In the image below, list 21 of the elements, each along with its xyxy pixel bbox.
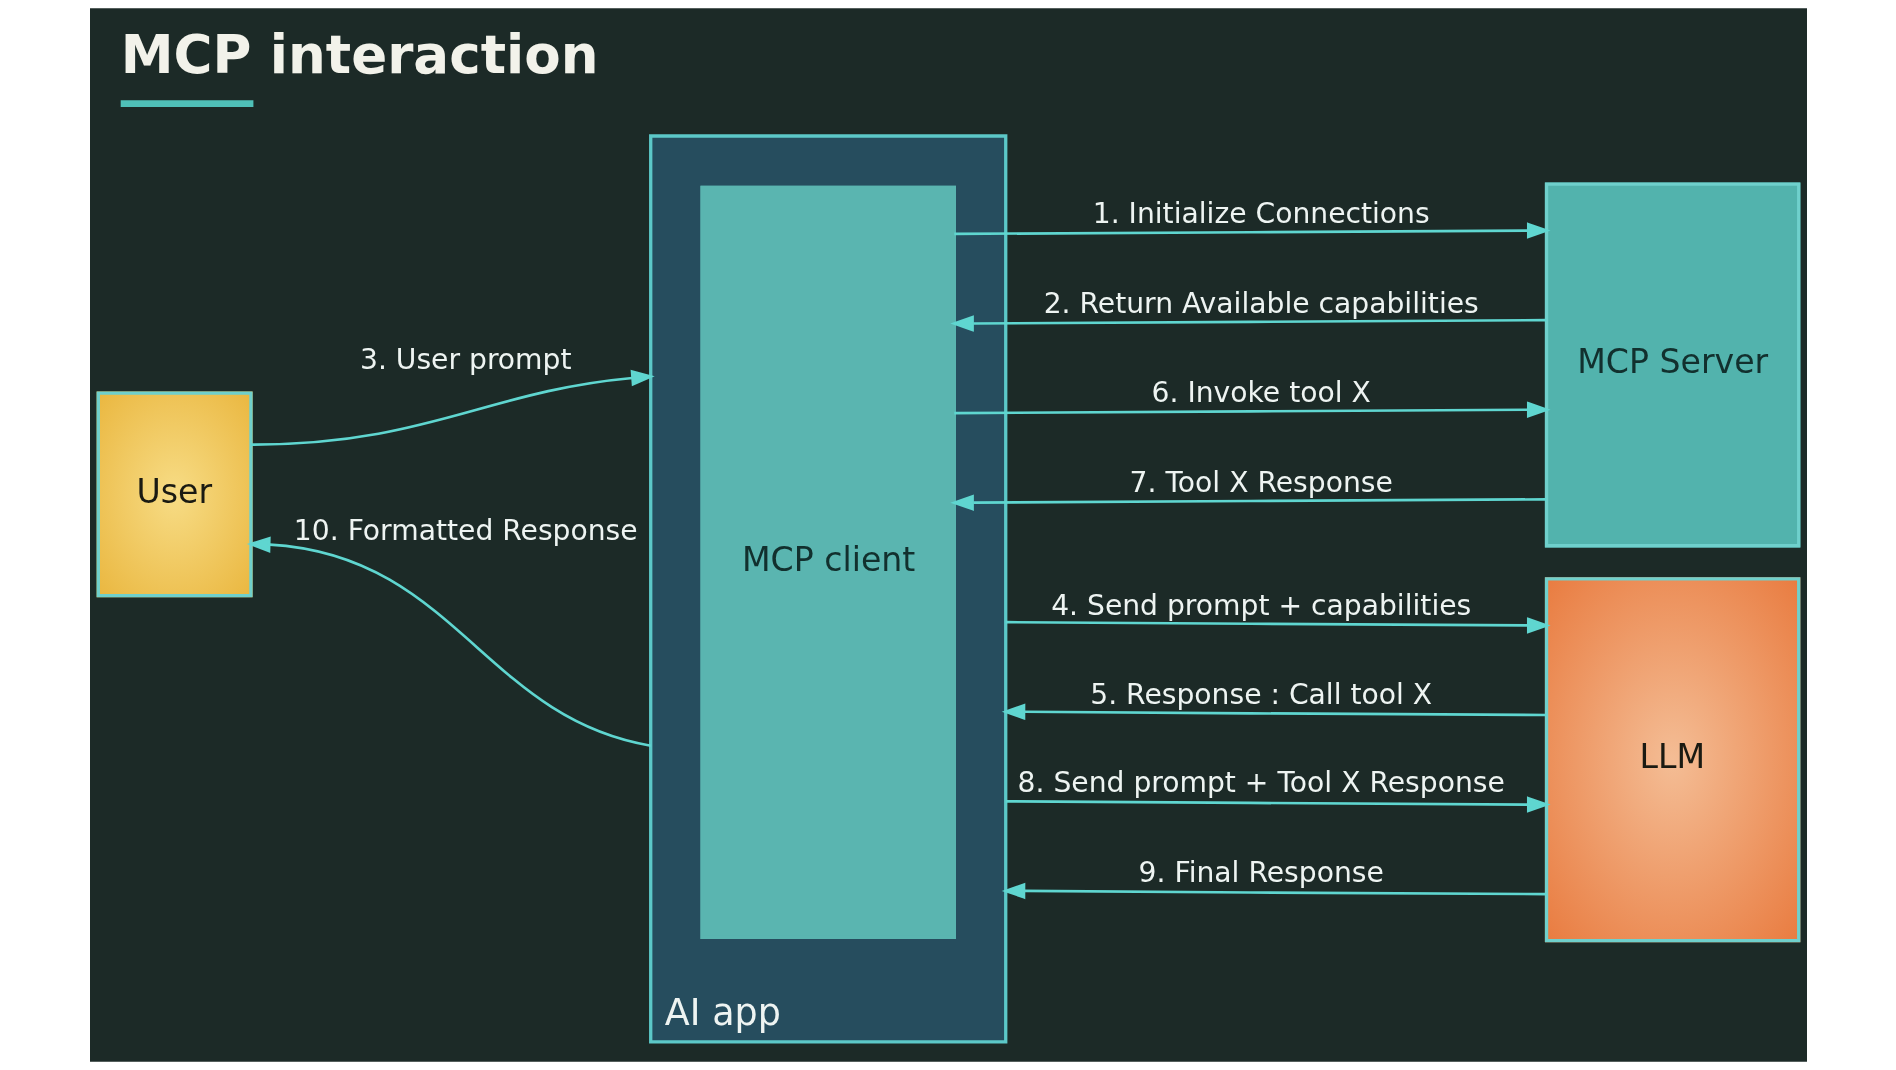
arrow [949,315,1547,332]
arrow [1001,882,1547,900]
edge-label: 8. Send prompt + Tool X Response [1017,766,1505,800]
edge-label: 10. Formatted Response [293,514,638,548]
edge-label: 3. User prompt [359,343,572,377]
edge-label: 5. Response : Call tool X [1089,678,1432,712]
edge-label: 7. Tool X Response [1129,466,1393,500]
arrow [1005,617,1551,634]
diagram-title: MCP interaction [120,24,598,87]
edge-label: 9. Final Response [1138,855,1384,889]
edge-label: 2. Return Available capabilities [1043,286,1479,320]
arrow [953,401,1551,418]
edge-label: 6. Invoke tool X [1151,376,1371,410]
arrow [246,536,651,747]
arrow [949,494,1547,511]
arrow [1005,796,1551,813]
arrow [1001,703,1547,720]
edge-label: 4. Send prompt + capabilities [1050,588,1471,622]
edge-label: 1. Initialize Connections [1092,197,1430,231]
arrow [953,222,1551,239]
arrow [250,369,655,446]
